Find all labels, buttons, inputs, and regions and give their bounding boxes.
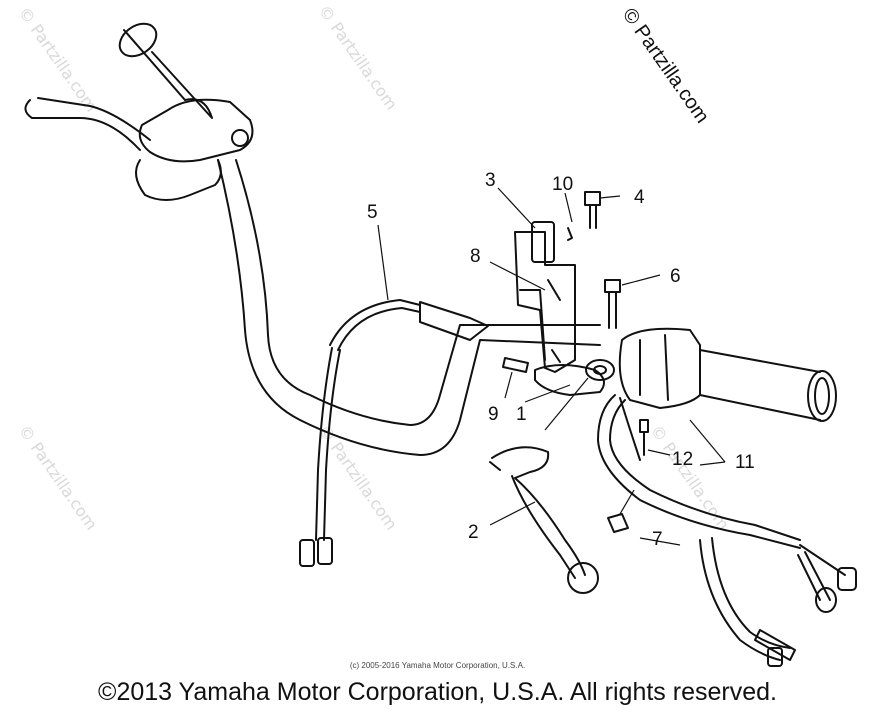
- callout-8: 8: [470, 246, 481, 267]
- left-grip-assembly: [24, 22, 254, 201]
- watermark-top-right: © Partzilla.com: [618, 4, 713, 127]
- callout-9: 9: [488, 404, 499, 425]
- callout-10: 10: [552, 174, 573, 195]
- callout-6: 6: [670, 266, 681, 287]
- lever-holder: [514, 221, 615, 396]
- wiring-harness: [597, 394, 857, 667]
- callout-2: 2: [468, 522, 479, 543]
- callout-1: 1: [516, 404, 527, 425]
- switch-housing-grip: [618, 327, 837, 422]
- callout-3: 3: [485, 170, 496, 191]
- fasteners: [502, 191, 649, 533]
- clutch-lever: [489, 446, 599, 594]
- watermark: © Partzilla.com: [315, 1, 401, 113]
- fine-print-copyright: (c) 2005-2016 Yamaha Motor Corporation, …: [349, 661, 526, 670]
- handlebar: [217, 159, 601, 456]
- callout-7: 7: [652, 529, 663, 550]
- copyright-notice: ©2013 Yamaha Motor Corporation, U.S.A. A…: [98, 678, 777, 706]
- watermarks: © Partzilla.com © Partzilla.com © Partzi…: [15, 1, 733, 533]
- callout-5: 5: [367, 202, 378, 223]
- callout-12: 12: [672, 449, 693, 470]
- leader-lines: [377, 187, 726, 546]
- callout-labels: 1 2 3 4 5 6 7 8 9 10 11 12: [367, 170, 755, 550]
- callout-11: 11: [735, 452, 755, 473]
- watermark: © Partzilla.com: [15, 3, 101, 115]
- clutch-cable: [299, 299, 489, 567]
- callout-4: 4: [634, 187, 645, 208]
- watermark: © Partzilla.com: [15, 421, 101, 533]
